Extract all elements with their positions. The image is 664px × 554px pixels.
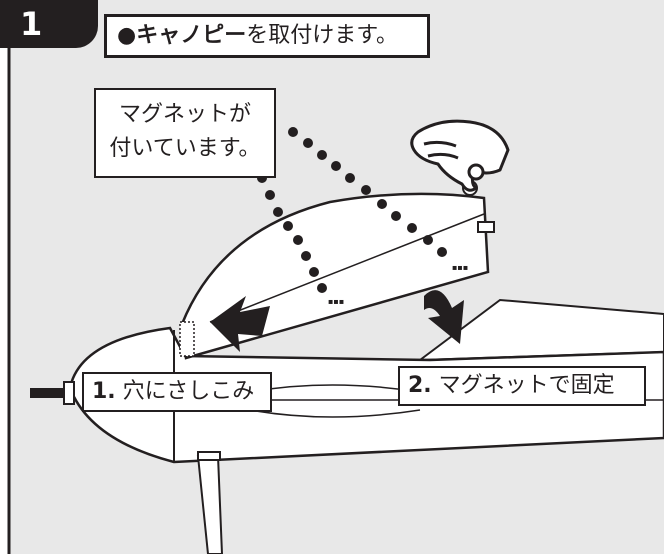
step-tab: 1 bbox=[0, 0, 98, 48]
callout-line-1: マグネットが bbox=[118, 102, 251, 127]
insert-arrow-icon bbox=[210, 296, 270, 352]
label-1-text: 穴にさしこみ bbox=[122, 379, 255, 404]
canopy-edge-line bbox=[209, 213, 485, 323]
step-label-1: 1. 穴にさしこみ bbox=[82, 372, 272, 412]
prop-shaft bbox=[30, 388, 70, 398]
prop-hub bbox=[63, 381, 75, 405]
label-2-text: マグネットで固定 bbox=[438, 373, 615, 398]
label-2-num: 2. bbox=[408, 373, 432, 398]
wing-root-curve-lower bbox=[249, 409, 421, 418]
callout-line-2: 付いています。 bbox=[109, 136, 261, 161]
canopy-front-tab bbox=[179, 321, 195, 357]
magnet-callout: マグネットが 付いています。 bbox=[94, 88, 276, 178]
fuselage bbox=[68, 326, 664, 464]
gear-mount bbox=[197, 451, 221, 461]
hand-pinch-icon bbox=[410, 119, 510, 192]
landing-gear bbox=[196, 455, 224, 554]
label-1-num: 1. bbox=[92, 379, 116, 404]
magnet-mark-2: ▪▪▪ bbox=[328, 297, 344, 306]
title-rest-text: を取付けます。 bbox=[246, 23, 399, 48]
magnet-mark-1: ▪▪▪ bbox=[452, 263, 468, 272]
step-label-2: 2. マグネットで固定 bbox=[398, 366, 646, 406]
title-bullet: ● bbox=[117, 23, 137, 48]
title-bold-text: キャノピー bbox=[136, 23, 247, 48]
step-title: ●キャノピーを取付けます。 bbox=[104, 14, 430, 58]
canopy-handle bbox=[477, 221, 495, 233]
press-arrow-icon bbox=[424, 290, 464, 344]
step-number: 1 bbox=[20, 5, 43, 43]
magnet-dot-icon bbox=[257, 127, 447, 293]
